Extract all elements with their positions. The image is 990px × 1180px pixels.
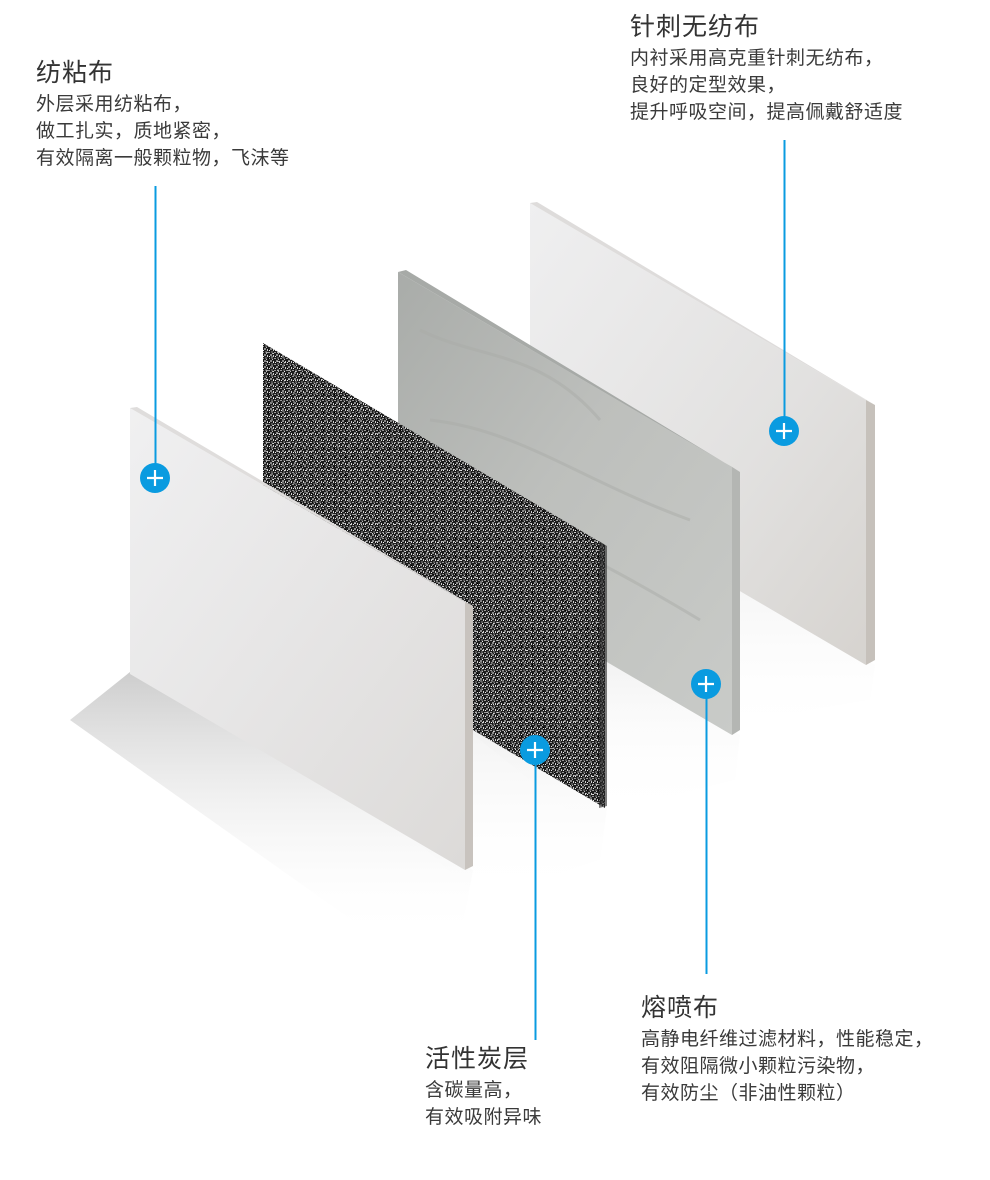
needle-punched-desc-line: 良好的定型效果， [630,74,787,96]
carbon-label: 活性炭层 含碳量高， 有效吸附异味 [425,1046,542,1131]
spunbond-desc-line: 外层采用纺粘布， [36,93,193,115]
carbon-desc-line: 有效吸附异味 [425,1106,543,1128]
panel-activated-carbon [263,343,607,808]
spunbond-desc-line: 有效隔离一般颗粒物，飞沫等 [36,147,290,169]
spunbond-plus-button[interactable] [140,463,170,493]
carbon-title: 活性炭层 [425,1044,530,1073]
carbon-desc-line: 含碳量高， [425,1079,523,1101]
meltblown-desc-line: 有效防尘（非油性颗粒） [641,1082,856,1104]
spunbond-label: 纺粘布 外层采用纺粘布， 做工扎实，质地紧密， 有效隔离一般颗粒物，飞沫等 [36,60,290,172]
needle-punched-plus-button[interactable] [769,416,799,446]
plus-icon [140,463,170,493]
meltblown-title: 熔喷布 [641,993,720,1022]
plus-icon [520,735,550,765]
needle-punched-desc-line: 内衬采用高克重针刺无纺布， [630,47,884,69]
needle-punched-title: 针刺无纺布 [630,12,761,41]
panel-needle-punched [530,202,875,665]
panel-spunbond [130,407,473,870]
meltblown-plus-button[interactable] [691,669,721,699]
meltblown-desc-line: 高静电纤维过滤材料，性能稳定， [641,1028,934,1050]
carbon-plus-button[interactable] [520,735,550,765]
plus-icon [769,416,799,446]
needle-punched-label: 针刺无纺布 内衬采用高克重针刺无纺布， 良好的定型效果， 提升呼吸空间，提高佩戴… [630,14,903,126]
meltblown-desc-line: 有效阻隔微小颗粒污染物， [641,1055,876,1077]
spunbond-desc-line: 做工扎实，质地紧密， [36,120,232,142]
shadow-panel-spunbond [70,672,473,940]
spunbond-title: 纺粘布 [36,58,115,87]
plus-icon [691,669,721,699]
meltblown-label: 熔喷布 高静电纤维过滤材料，性能稳定， 有效阻隔微小颗粒污染物， 有效防尘（非油… [641,995,934,1107]
needle-punched-desc-line: 提升呼吸空间，提高佩戴舒适度 [630,101,904,123]
